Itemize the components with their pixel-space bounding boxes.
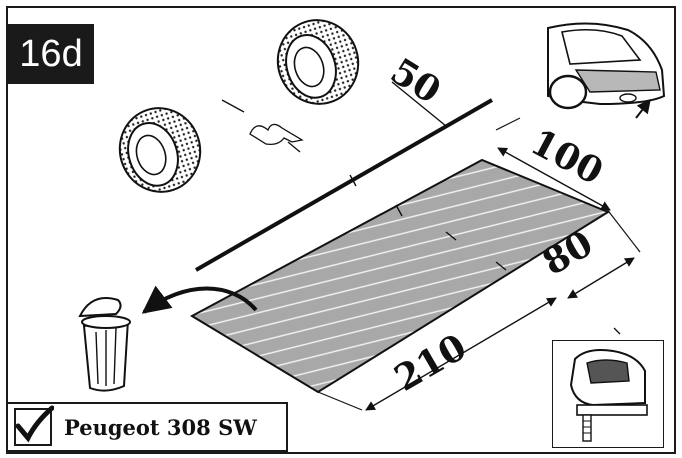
dim-line-80	[567, 257, 635, 299]
dim-ext-80	[605, 207, 641, 253]
jigsaw-inset	[552, 340, 664, 448]
dim-line-210	[365, 297, 557, 411]
car-rear-icon	[547, 22, 666, 119]
tire-icon	[276, 19, 360, 105]
arrow-icon	[141, 285, 258, 314]
tick-mark	[495, 261, 507, 271]
hand-icon	[249, 123, 304, 146]
reference-line	[195, 98, 493, 272]
tick-mark	[445, 231, 457, 241]
tire-icon	[118, 107, 202, 193]
jigsaw-icon	[569, 349, 648, 442]
dim-label-50: 50	[383, 50, 448, 112]
tick-mark	[287, 141, 301, 153]
checkmark-icon	[15, 405, 54, 443]
cut-area	[189, 158, 611, 394]
trash-can-icon	[78, 297, 131, 392]
dim-ext-210	[317, 391, 363, 411]
model-checkbox	[14, 405, 54, 446]
dim-line-100	[497, 147, 611, 211]
dim-line-50	[391, 81, 447, 127]
vehicle-model-box: Peugeot 308 SW	[6, 402, 288, 452]
step-badge: 16d	[8, 24, 94, 84]
tick-mark	[349, 174, 357, 187]
tick-mark	[613, 327, 621, 335]
vehicle-model-name: Peugeot 308 SW	[64, 414, 257, 440]
tick-mark	[221, 99, 245, 113]
dim-ext-100	[495, 117, 521, 131]
tick-mark	[395, 204, 403, 217]
